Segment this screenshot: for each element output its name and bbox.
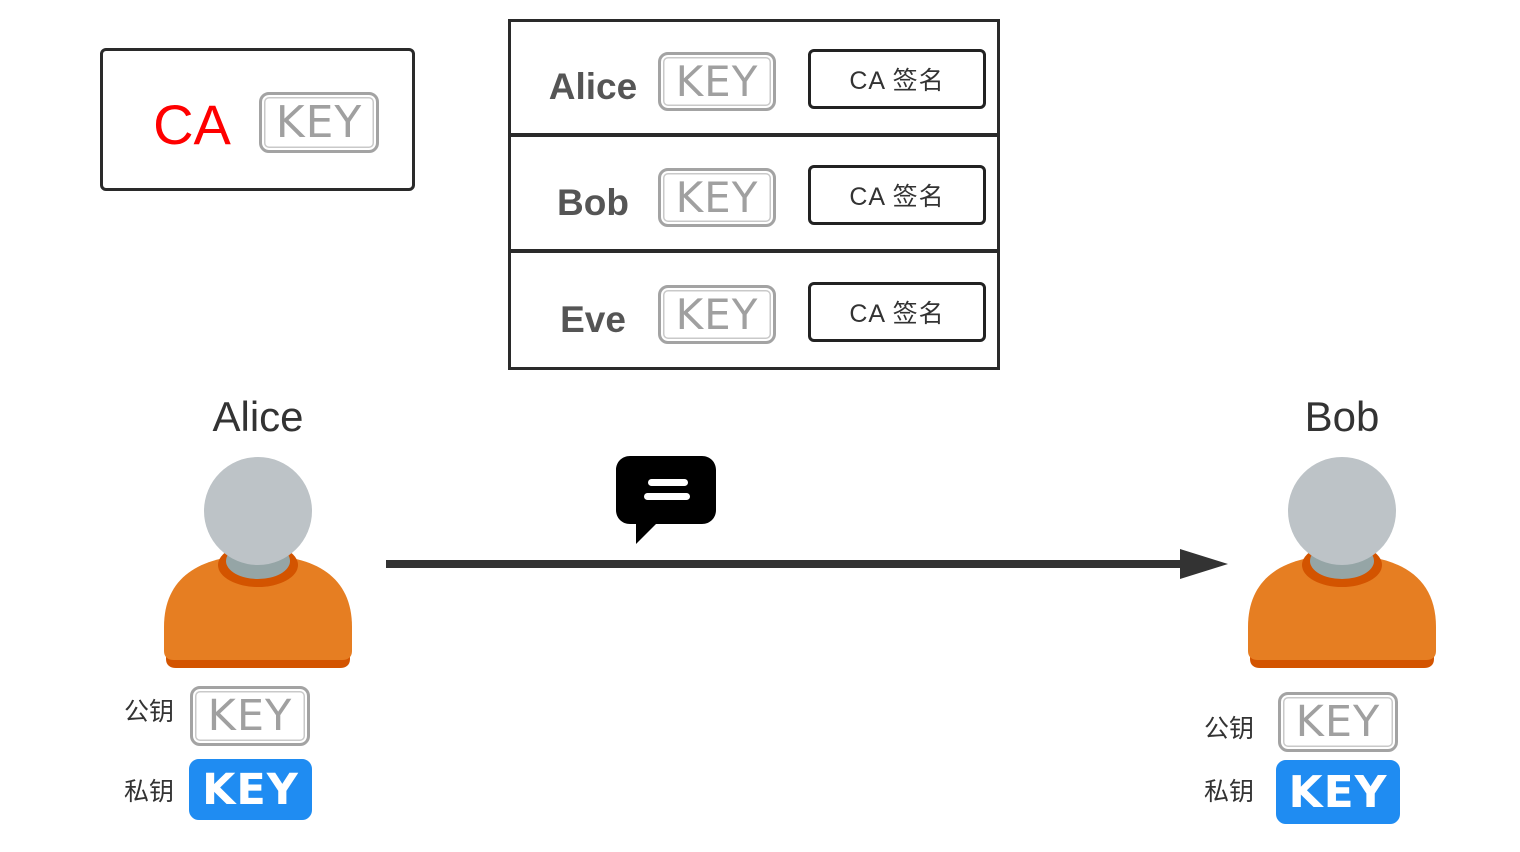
cert-name-alice: Alice — [548, 66, 638, 107]
alice-public-key: KEY — [190, 686, 310, 746]
cert-name-eve: Eve — [560, 299, 626, 340]
bob-public-key-label: 公钥 — [1203, 715, 1254, 743]
chat-bubble-icon — [616, 456, 716, 544]
cert-key-eve: KEY — [658, 285, 776, 344]
cert-name-bob: Bob — [557, 182, 629, 223]
bob-public-key: KEY — [1278, 692, 1398, 752]
cert-divider — [508, 249, 1000, 253]
message-arrow — [386, 549, 1228, 579]
alice-name: Alice — [212, 393, 304, 440]
bob-name: Bob — [1304, 393, 1380, 440]
alice-private-key: KEY — [189, 759, 312, 820]
cert-divider — [508, 133, 1000, 137]
bob-avatar-icon — [1248, 457, 1436, 668]
bob-private-key: KEY — [1276, 760, 1400, 824]
ca-signature-alice: CA 签名 — [808, 49, 986, 109]
bob-private-key-label: 私钥 — [1203, 778, 1254, 806]
ca-signature-eve: CA 签名 — [808, 282, 986, 342]
alice-public-key-label: 公钥 — [123, 698, 174, 726]
cert-key-bob: KEY — [658, 168, 776, 227]
alice-private-key-label: 私钥 — [123, 778, 174, 806]
ca-label: CA — [153, 93, 231, 156]
alice-avatar-icon — [164, 457, 352, 668]
ca-key: KEY — [259, 92, 379, 153]
ca-signature-bob: CA 签名 — [808, 165, 986, 225]
cert-key-alice: KEY — [658, 52, 776, 111]
